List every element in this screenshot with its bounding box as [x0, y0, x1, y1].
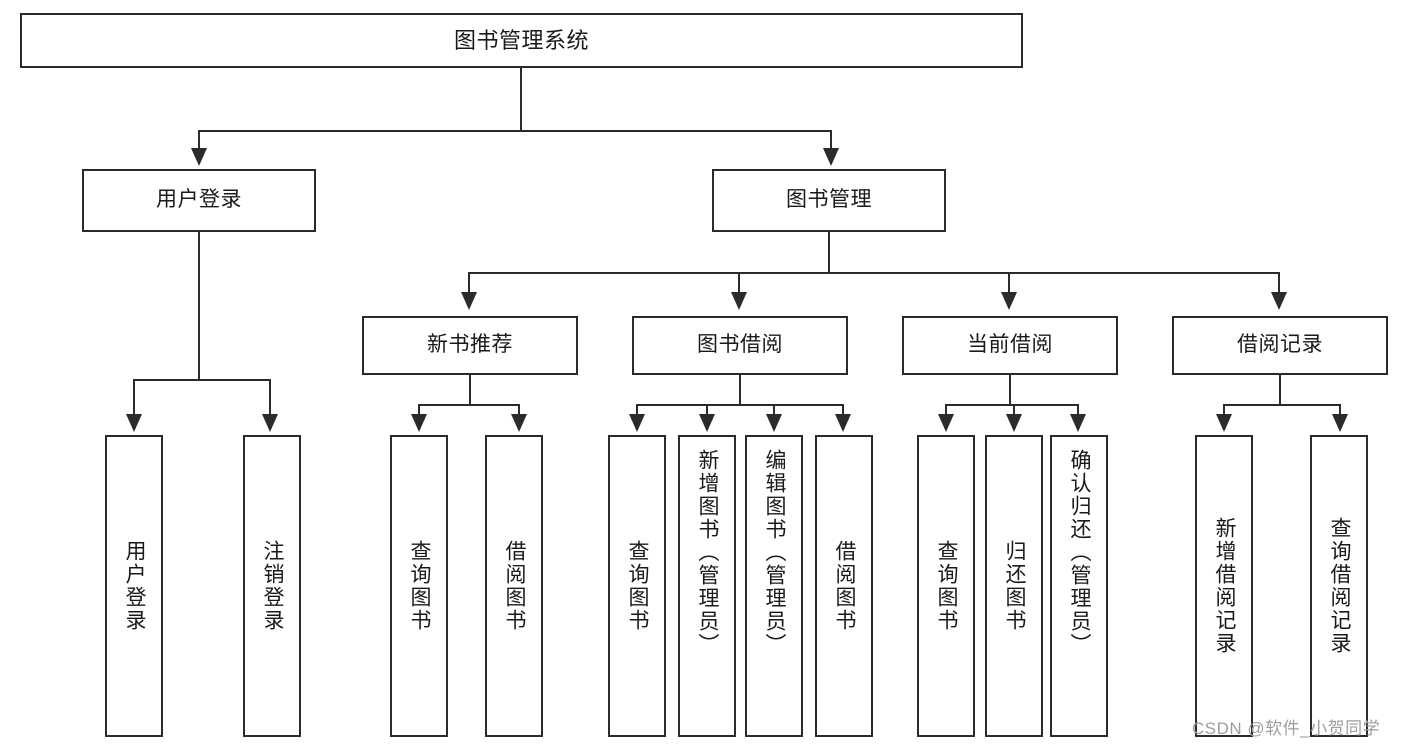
connector-borrowrecord-drop-2: [1339, 404, 1341, 416]
node-label: 当前借阅: [967, 333, 1053, 357]
node-label: 查询借阅记录: [1328, 517, 1352, 655]
connector-newbook-stem: [469, 375, 471, 405]
connector-newbook-bus: [418, 404, 520, 406]
leaf-add-borrow-record[interactable]: 新增借阅记录: [1195, 435, 1253, 737]
node-label: 编辑图书（管理员）: [763, 449, 787, 656]
arrow-to-leaf-logout: [262, 414, 278, 432]
node-label: 新书推荐: [427, 333, 513, 357]
connector-borrowrecord-drop-1: [1223, 404, 1225, 416]
connector-userlogin-drop-2: [269, 379, 271, 416]
node-label: 查询图书: [408, 540, 432, 632]
node-root-system[interactable]: 图书管理系统: [20, 13, 1023, 68]
connector-root-bus: [198, 130, 832, 132]
leaf-add-book-admin[interactable]: 新增图书（管理员）: [678, 435, 736, 737]
node-label: 图书借阅: [697, 333, 783, 357]
leaf-query-book-current[interactable]: 查询图书: [917, 435, 975, 737]
node-label: 图书管理系统: [453, 27, 589, 53]
connector-bookmanage-drop-3: [1008, 272, 1010, 294]
node-label: 查询图书: [626, 540, 650, 632]
leaf-query-book-new[interactable]: 查询图书: [390, 435, 448, 737]
arrow-to-leaf-query-book-1: [411, 414, 427, 432]
leaf-query-book-borrow[interactable]: 查询图书: [608, 435, 666, 737]
connector-root-drop-left: [198, 130, 200, 150]
arrow-to-leaf-borrow-book-1: [511, 414, 527, 432]
connector-bookborrow-drop-1: [636, 404, 638, 416]
arrow-to-leaf-query-book-3: [938, 414, 954, 432]
leaf-return-book[interactable]: 归还图书: [985, 435, 1043, 737]
node-label: 新增图书（管理员）: [696, 449, 720, 656]
node-current-borrow[interactable]: 当前借阅: [902, 316, 1118, 375]
connector-currentborrow-drop-1: [945, 404, 947, 416]
node-label: 借阅图书: [503, 540, 527, 632]
arrow-to-leaf-borrow-book-2: [835, 414, 851, 432]
arrow-to-book-borrow: [731, 292, 747, 310]
connector-userlogin-bus: [133, 379, 271, 381]
arrow-to-leaf-user-login: [126, 414, 142, 432]
connector-bookborrow-drop-4: [842, 404, 844, 416]
connector-bookborrow-stem: [739, 375, 741, 405]
arrow-to-leaf-confirm-return: [1070, 414, 1086, 432]
node-label: 借阅图书: [833, 540, 857, 632]
connector-bookmanage-drop-2: [738, 272, 740, 294]
arrow-to-leaf-query-record: [1332, 414, 1348, 432]
node-label: 用户登录: [156, 188, 242, 212]
arrow-to-leaf-return-book: [1006, 414, 1022, 432]
node-label: 注销登录: [261, 540, 285, 632]
connector-borrowrecord-bus: [1223, 404, 1341, 406]
arrow-to-new-book-rec: [461, 292, 477, 310]
leaf-logout[interactable]: 注销登录: [243, 435, 301, 737]
connector-currentborrow-drop-3: [1077, 404, 1079, 416]
connector-bookborrow-drop-2: [706, 404, 708, 416]
arrow-to-leaf-add-book: [699, 414, 715, 432]
node-label: 用户登录: [123, 540, 147, 632]
connector-currentborrow-stem: [1009, 375, 1011, 405]
connector-bookmanage-bus: [468, 272, 1280, 274]
node-label: 图书管理: [786, 188, 872, 212]
node-label: 确认归还（管理员）: [1068, 449, 1092, 656]
leaf-borrow-book[interactable]: 借阅图书: [815, 435, 873, 737]
arrow-to-borrow-record: [1271, 292, 1287, 310]
connector-bookborrow-drop-3: [773, 404, 775, 416]
arrow-to-leaf-add-record: [1216, 414, 1232, 432]
arrow-to-leaf-query-book-2: [629, 414, 645, 432]
node-book-borrow[interactable]: 图书借阅: [632, 316, 848, 375]
arrow-to-leaf-edit-book: [766, 414, 782, 432]
node-borrow-record[interactable]: 借阅记录: [1172, 316, 1388, 375]
node-label: 借阅记录: [1237, 333, 1323, 357]
node-book-management[interactable]: 图书管理: [712, 169, 946, 232]
connector-bookmanage-drop-4: [1278, 272, 1280, 294]
node-label: 新增借阅记录: [1213, 517, 1237, 655]
leaf-edit-book-admin[interactable]: 编辑图书（管理员）: [745, 435, 803, 737]
node-user-login[interactable]: 用户登录: [82, 169, 316, 232]
connector-newbook-drop-1: [418, 404, 420, 416]
connector-currentborrow-bus: [945, 404, 1079, 406]
connector-userlogin-stem: [198, 232, 200, 380]
leaf-query-borrow-record[interactable]: 查询借阅记录: [1310, 435, 1368, 737]
connector-currentborrow-drop-2: [1013, 404, 1015, 416]
connector-bookborrow-bus: [636, 404, 844, 406]
connector-borrowrecord-stem: [1279, 375, 1281, 405]
connector-bookmanage-drop-1: [468, 272, 470, 294]
connector-userlogin-drop-1: [133, 379, 135, 416]
arrow-to-current-borrow: [1001, 292, 1017, 310]
connector-root-stem: [520, 68, 522, 131]
connector-newbook-drop-2: [518, 404, 520, 416]
leaf-borrow-book-new[interactable]: 借阅图书: [485, 435, 543, 737]
arrow-to-user-login: [191, 148, 207, 166]
node-new-book-recommend[interactable]: 新书推荐: [362, 316, 578, 375]
connector-root-drop-right: [830, 130, 832, 150]
leaf-confirm-return-admin[interactable]: 确认归还（管理员）: [1050, 435, 1108, 737]
leaf-user-login[interactable]: 用户登录: [105, 435, 163, 737]
node-label: 查询图书: [935, 540, 959, 632]
connector-bookmanage-stem: [828, 232, 830, 273]
arrow-to-book-manage: [823, 148, 839, 166]
node-label: 归还图书: [1003, 540, 1027, 632]
